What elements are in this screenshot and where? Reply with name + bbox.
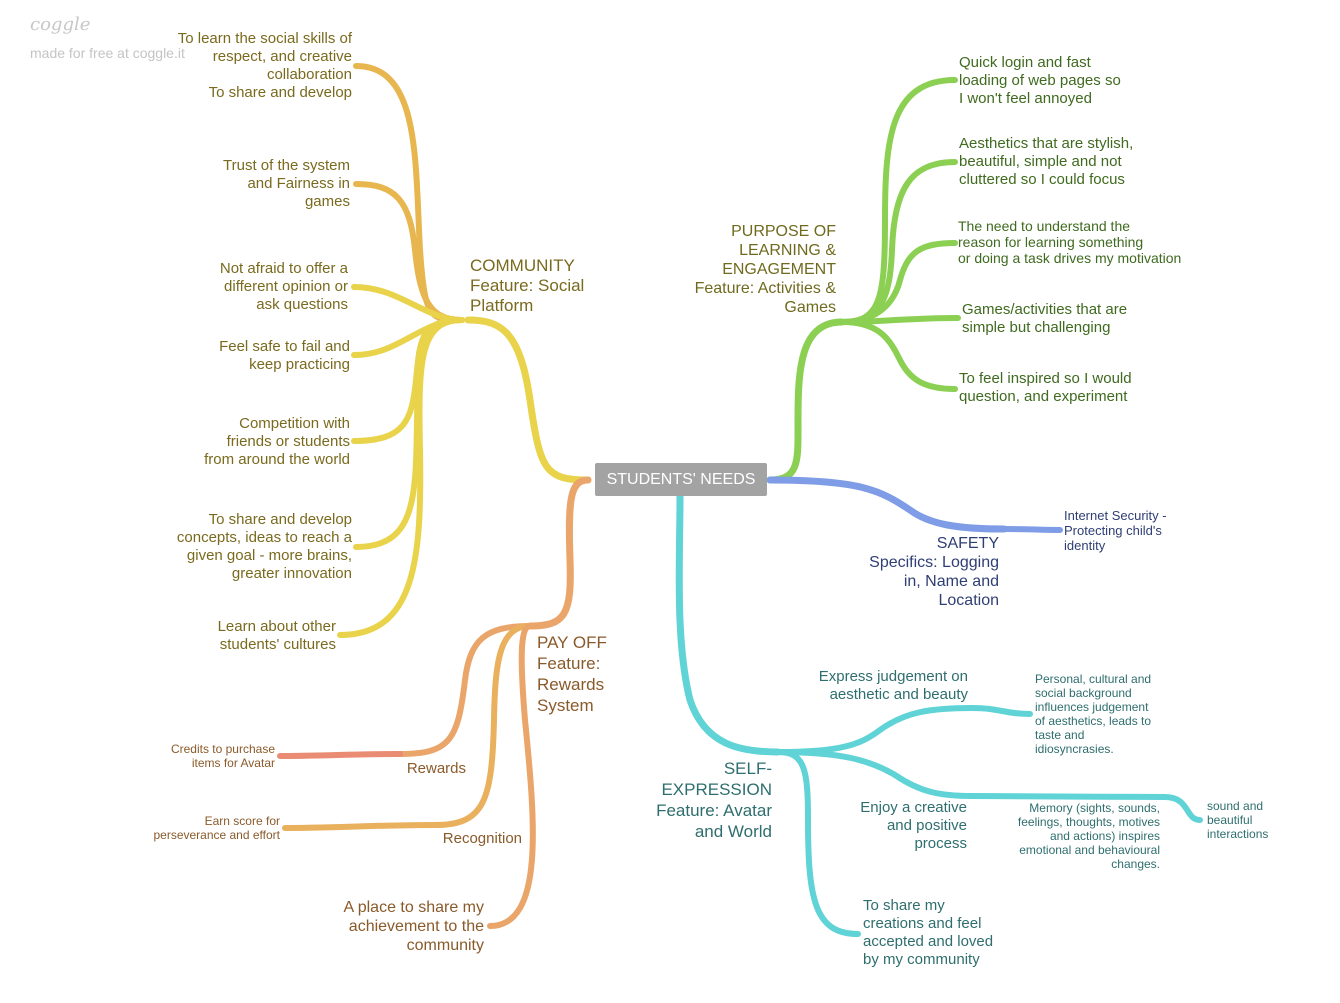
self-share-creations[interactable]: To share my creations and feel accepted …: [863, 897, 994, 968]
self-enjoy-process[interactable]: Enjoy a creative and positive process: [860, 799, 967, 852]
edge-self-express: [775, 705, 975, 755]
self-memory[interactable]: Memory (sights, sounds, feelings, though…: [1017, 801, 1160, 871]
community-node[interactable]: COMMUNITY Feature: Social Platform: [470, 256, 585, 315]
edge-pay-rewards: [397, 623, 533, 757]
community-child-3[interactable]: Not afraid to offer a different opinion …: [219, 260, 348, 313]
coggle-tagline[interactable]: made for free at coggle.it: [30, 45, 185, 61]
purpose-child-1[interactable]: Quick login and fast loading of web page…: [959, 54, 1121, 107]
purpose-node[interactable]: PURPOSE OF LEARNING & ENGAGEMENT Feature…: [694, 223, 836, 316]
self-express-background[interactable]: Personal, cultural and social background…: [1035, 672, 1152, 756]
edge-self-sound: [1162, 794, 1203, 823]
branch-community: [464, 316, 592, 484]
edge-pay-recognition: [432, 623, 533, 828]
coggle-logo[interactable]: coggle: [30, 14, 91, 35]
community-child-5[interactable]: Competition with friends or students fro…: [204, 415, 350, 468]
payoff-rewards[interactable]: Rewards: [406, 760, 466, 777]
community-child-1[interactable]: To learn the social skills of respect, a…: [177, 30, 352, 101]
safety-node[interactable]: SAFETY Specifics: Logging in, Name and L…: [869, 535, 999, 609]
edge-community-3: [351, 284, 465, 323]
self-sound-interactions[interactable]: sound and beautiful interactions: [1207, 799, 1269, 841]
payoff-rewards-credits[interactable]: Credits to purchase items for Avatar: [170, 742, 275, 770]
edge-self-enjoy: [775, 749, 975, 799]
self-expression-node[interactable]: SELF- EXPRESSION Feature: Avatar and Wor…: [656, 759, 772, 841]
branch-payoff: [526, 476, 592, 630]
payoff-recognition[interactable]: Recognition: [442, 830, 522, 847]
purpose-child-2[interactable]: Aesthetics that are stylish, beautiful, …: [959, 135, 1134, 188]
community-child-4[interactable]: Feel safe to fail and keep practicing: [219, 338, 350, 373]
edge-self-memory: [969, 793, 1168, 800]
branch-safety: [766, 476, 1008, 533]
purpose-child-3[interactable]: The need to understand the reason for le…: [958, 218, 1182, 266]
payoff-recognition-score[interactable]: Earn score for perseverance and effort: [153, 814, 280, 842]
branch-self: [675, 492, 782, 756]
payoff-node[interactable]: PAY OFF Feature: Rewards System: [537, 633, 607, 715]
edge-purpose-5: [839, 319, 958, 392]
edge-pay-rewards-child: [277, 751, 403, 759]
edge-community-7: [337, 317, 465, 638]
edge-safety-1: [1001, 526, 1063, 533]
community-child-6[interactable]: To share and develop concepts, ideas to …: [176, 511, 352, 582]
branch-purpose: [766, 318, 846, 484]
root-node[interactable]: STUDENTS' NEEDS: [595, 463, 767, 496]
edge-self-express-child: [969, 705, 1033, 717]
edge-pay-share: [487, 623, 536, 929]
edge-pay-recognition-child: [282, 822, 438, 831]
safety-child-1[interactable]: Internet Security - Protecting child's i…: [1064, 508, 1167, 553]
payoff-share-achievement[interactable]: A place to share my achievement to the c…: [343, 899, 484, 954]
edge-self-share: [775, 749, 861, 937]
community-child-2[interactable]: Trust of the system and Fairness in game…: [223, 157, 350, 210]
edge-purpose-3: [839, 240, 958, 325]
edge-community-1: [353, 63, 465, 323]
purpose-child-5[interactable]: To feel inspired so I would question, an…: [959, 370, 1132, 405]
purpose-child-4[interactable]: Games/activities that are simple but cha…: [962, 301, 1128, 336]
community-child-7[interactable]: Learn about other students' cultures: [217, 618, 336, 653]
self-express-judgement[interactable]: Express judgement on aesthetic and beaut…: [818, 668, 968, 703]
